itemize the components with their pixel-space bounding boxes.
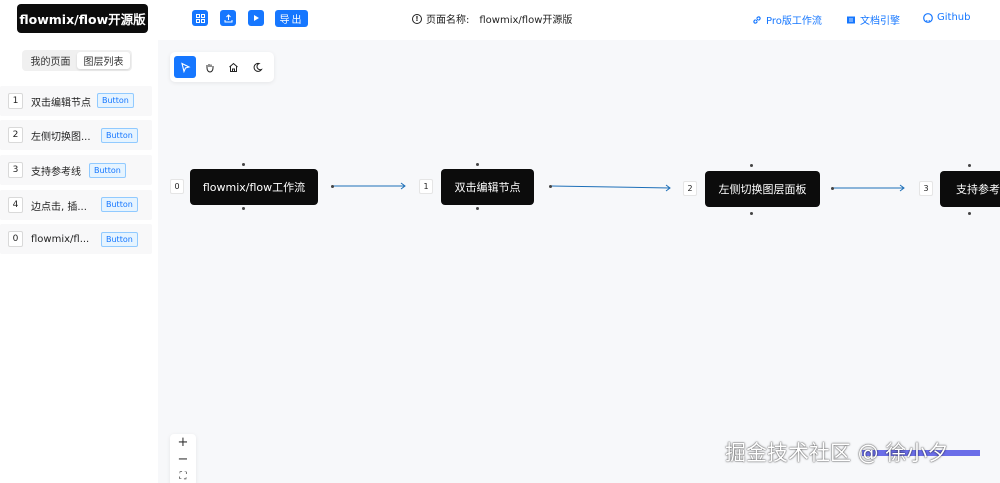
- node-handle[interactable]: [968, 164, 971, 167]
- layer-label: 左侧切换图...: [31, 131, 91, 143]
- layer-item[interactable]: 1 双击编辑节点 Button: [0, 86, 152, 116]
- info-icon: !: [412, 13, 422, 24]
- layer-button[interactable]: Button: [101, 232, 138, 247]
- node-handle[interactable]: [242, 163, 245, 166]
- moon-icon: [253, 62, 263, 72]
- upload-icon: [224, 13, 232, 22]
- layer-index: 0: [8, 231, 23, 247]
- select-tool[interactable]: [174, 56, 196, 78]
- flow-node[interactable]: 双击编辑节点: [441, 169, 534, 205]
- page-name-value: flowmix/flow开源版: [479, 15, 573, 26]
- pan-tool[interactable]: [198, 56, 220, 78]
- node-index-badge: 2: [683, 181, 697, 196]
- flow-node[interactable]: 支持参考线: [940, 171, 1000, 207]
- flow-node[interactable]: 左侧切换图层面板: [705, 171, 820, 207]
- node-handle[interactable]: [476, 163, 479, 166]
- node-handle[interactable]: [476, 207, 479, 210]
- doc-engine-label: 文档引擎: [860, 16, 900, 27]
- node-handle[interactable]: [242, 207, 245, 210]
- zoom-controls: + − ⛶: [170, 434, 196, 483]
- export-button[interactable]: 导出: [275, 10, 308, 27]
- edge-arrow: [899, 184, 905, 192]
- edge-arrow: [400, 182, 406, 190]
- grid-button[interactable]: [192, 10, 208, 26]
- layer-index: 1: [8, 93, 23, 109]
- preview-button[interactable]: [248, 10, 264, 26]
- tab-my-pages[interactable]: 我的页面: [30, 57, 71, 68]
- edges-layer: [333, 182, 905, 192]
- brand-logo[interactable]: flowmix/flow开源版: [17, 4, 148, 33]
- node-handle[interactable]: [750, 164, 753, 167]
- layer-index: 3: [8, 162, 23, 178]
- node-handle[interactable]: [831, 187, 834, 190]
- layer-label: 支持参考线: [31, 166, 81, 178]
- layer-button[interactable]: Button: [97, 93, 134, 108]
- home-icon: [228, 62, 238, 72]
- layer-index: 2: [8, 127, 23, 143]
- layer-item[interactable]: 3 支持参考线 Button: [0, 155, 152, 185]
- sidebar-tabs: 我的页面 图层列表: [22, 50, 132, 71]
- node-handle[interactable]: [549, 185, 552, 188]
- pointer-icon: [180, 61, 191, 73]
- layers-sidebar: 我的页面 图层列表 1 双击编辑节点 Button 2 左侧切换图... But…: [0, 40, 158, 483]
- github-link[interactable]: Github: [923, 12, 970, 23]
- tab-layer-list[interactable]: 图层列表: [77, 52, 130, 69]
- node-handle[interactable]: [968, 212, 971, 215]
- watermark: 掘金技术社区 @ 徐小夕: [725, 441, 949, 465]
- github-label: Github: [937, 12, 971, 23]
- layer-index: 4: [8, 197, 23, 213]
- edge-1-2[interactable]: [550, 185, 671, 189]
- node-index-badge: 0: [170, 179, 184, 194]
- page-name-label: 页面名称:: [426, 15, 470, 26]
- layer-button[interactable]: Button: [89, 163, 126, 178]
- fit-view-button[interactable]: ⛶: [179, 471, 187, 482]
- upload-button[interactable]: [220, 10, 236, 26]
- watermark-bar: [862, 450, 980, 456]
- layer-label: 边点击, 插...: [31, 201, 87, 213]
- pro-workflow-link[interactable]: Pro版工作流: [752, 12, 822, 27]
- node-index-badge: 3: [919, 181, 933, 196]
- page-name: ! 页面名称: flowmix/flow开源版: [412, 11, 572, 26]
- edge-arrow: [665, 184, 671, 192]
- canvas-toolbar: [170, 52, 274, 82]
- layer-button[interactable]: Button: [101, 197, 138, 212]
- grid-icon: [195, 13, 205, 23]
- flow-canvas[interactable]: 0 flowmix/flow工作流 1 双击编辑节点 2 左侧切换图层面板 3 …: [158, 40, 1000, 483]
- layer-label: 双击编辑节点: [31, 97, 91, 109]
- theme-tool[interactable]: [246, 56, 268, 78]
- zoom-out-button[interactable]: −: [177, 452, 189, 467]
- node-handle[interactable]: [750, 212, 753, 215]
- layer-item[interactable]: 4 边点击, 插... Button: [0, 190, 152, 220]
- layer-button[interactable]: Button: [101, 128, 138, 143]
- github-icon: [923, 12, 933, 23]
- node-handle[interactable]: [331, 185, 334, 188]
- play-icon: [254, 15, 259, 21]
- layer-label: flowmix/fl...: [31, 233, 90, 245]
- doc-engine-link[interactable]: 文档引擎: [846, 12, 900, 27]
- pro-workflow-label: Pro版工作流: [766, 16, 822, 27]
- layer-item[interactable]: 2 左侧切换图... Button: [0, 120, 152, 150]
- link-icon: [753, 15, 761, 24]
- top-header: flowmix/flow开源版 导出 ! 页面名称: flowmix/flow开…: [0, 0, 1000, 40]
- hand-icon: [206, 63, 213, 73]
- zoom-in-button[interactable]: +: [177, 435, 189, 450]
- flow-node[interactable]: flowmix/flow工作流: [190, 169, 318, 205]
- layer-item[interactable]: 0 flowmix/fl... Button: [0, 224, 152, 254]
- doc-icon: [847, 16, 855, 23]
- home-tool[interactable]: [222, 56, 244, 78]
- node-index-badge: 1: [419, 179, 433, 194]
